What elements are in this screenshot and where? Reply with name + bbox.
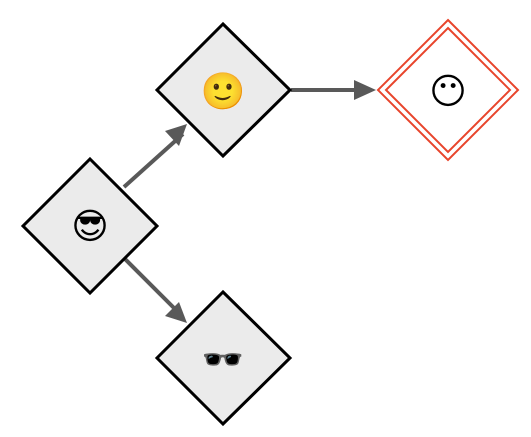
edge-sunglasses-face-to-smiling-face [122,132,185,189]
slightly-smiling-face-icon: 🙂 [201,72,246,113]
smiling-face-with-sunglasses-icon: 😎 [71,207,109,248]
node-sunglasses[interactable]: 🕶️ [154,289,293,427]
node-face-without-mouth-highlighted[interactable]: 😶 [376,18,520,162]
arrowheads [165,80,376,323]
edge-sunglasses-face-to-sunglasses [122,256,184,318]
node-shape [154,21,293,159]
node-shape [20,156,160,296]
node-shape [154,289,293,427]
sunglasses-icon: 🕶️ [202,340,244,380]
edges [122,88,366,318]
node-smiling-face-with-sunglasses[interactable]: 😎 [20,156,160,296]
node-inner-border [384,26,512,154]
arrowhead-to-sunglasses [165,302,187,323]
node-slightly-smiling-face[interactable]: 🙂 [154,21,293,159]
face-without-mouth-icon: 😶 [429,72,467,113]
arrowhead-to-face-without-mouth [354,80,376,100]
arrowhead-to-smiling-face [165,124,187,146]
